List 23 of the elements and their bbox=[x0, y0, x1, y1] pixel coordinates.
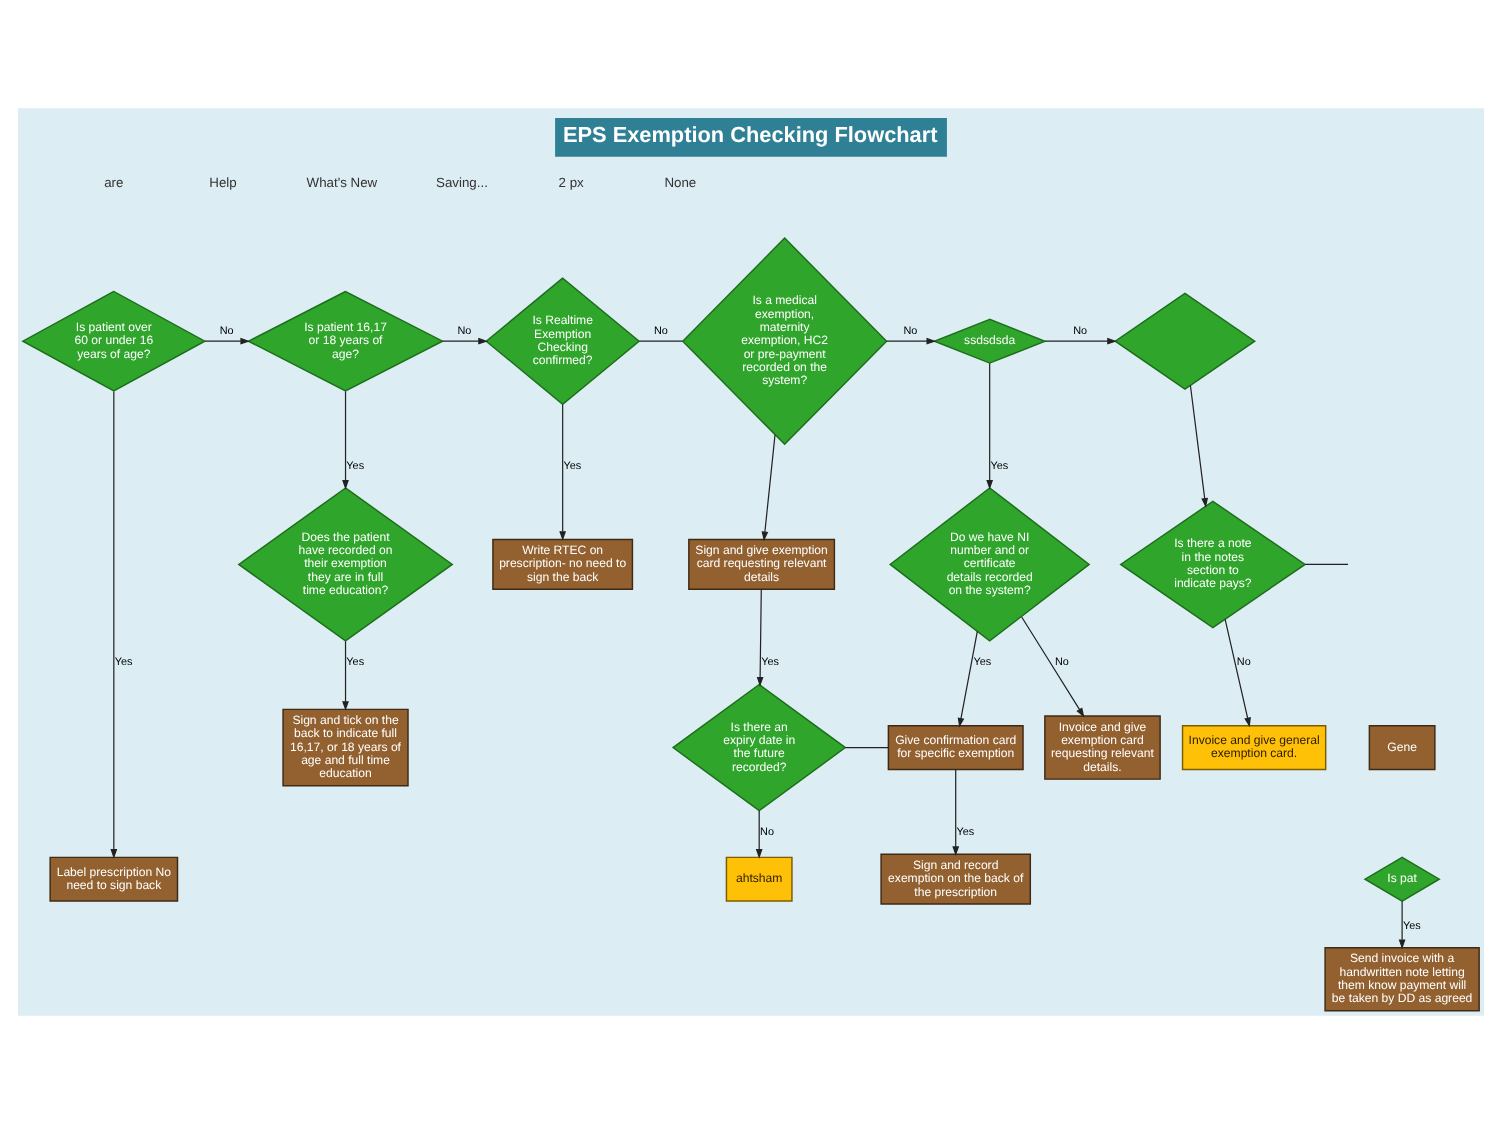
arrow bbox=[760, 434, 775, 542]
arrow bbox=[341, 390, 348, 490]
arrow bbox=[755, 589, 763, 687]
arrow bbox=[341, 640, 348, 711]
arrow bbox=[203, 337, 250, 345]
diagram-title: EPS Exemption Checking Flowchart bbox=[561, 123, 937, 148]
arrow bbox=[1043, 337, 1116, 345]
arrow bbox=[754, 810, 762, 859]
arrow bbox=[1397, 900, 1405, 950]
arrow bbox=[985, 362, 993, 490]
connector bbox=[1303, 563, 1348, 566]
arrow bbox=[558, 403, 566, 541]
arrow bbox=[884, 337, 936, 345]
arrow bbox=[951, 768, 959, 857]
connector bbox=[843, 747, 888, 749]
arrow bbox=[1223, 618, 1250, 728]
connector bbox=[637, 340, 683, 342]
node-diamond bbox=[1112, 292, 1255, 391]
arrow bbox=[1020, 616, 1084, 718]
arrow bbox=[956, 630, 977, 728]
arrow bbox=[441, 337, 487, 345]
arrow bbox=[109, 390, 117, 859]
arrow bbox=[1188, 384, 1208, 508]
